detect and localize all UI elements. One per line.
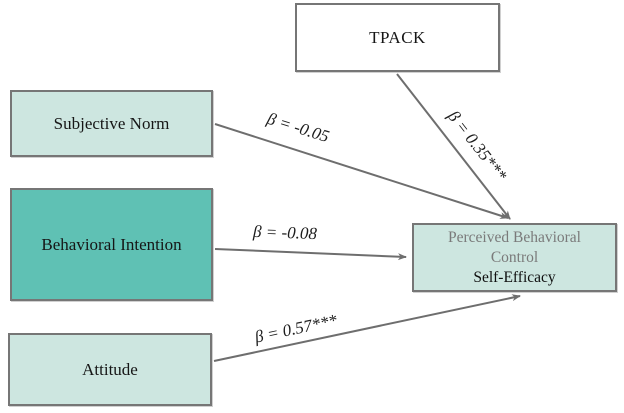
node-attitude: Attitude: [8, 333, 212, 406]
edge-label-attitude: β = 0.57***: [252, 310, 339, 347]
edge-label-behavioral-intention: β = -0.08: [252, 221, 318, 244]
edge-label-subjective-norm: β = -0.05: [264, 108, 332, 147]
node-outcome-line3: Self-Efficacy: [473, 268, 556, 286]
node-subjective-norm-label: Subjective Norm: [53, 113, 170, 133]
node-behavioral-intention: Behavioral Intention: [10, 188, 213, 301]
node-tpack: TPACK: [295, 3, 500, 72]
node-attitude-label: Attitude: [82, 359, 138, 379]
node-tpack-label: TPACK: [369, 27, 426, 47]
node-subjective-norm: Subjective Norm: [10, 90, 213, 157]
edge-tpack-to-outcome: [396, 73, 511, 220]
edge-label-tpack: β = 0.35***: [444, 106, 511, 185]
edge-behavioral-intention-to-outcome: [214, 248, 407, 261]
node-outcome: Perceived Behavioral Control Self-Effica…: [412, 223, 617, 292]
node-outcome-line2: Control: [490, 248, 539, 266]
node-behavioral-intention-label: Behavioral Intention: [41, 234, 182, 254]
node-outcome-line1: Perceived Behavioral: [448, 228, 581, 246]
